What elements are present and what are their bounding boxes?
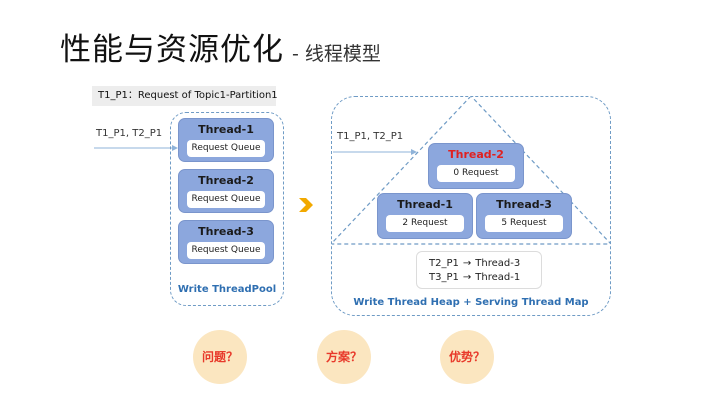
question-solution: 方案？ (317, 330, 371, 384)
heap-thread-3-title: Thread-3 (496, 198, 552, 211)
heap-thread-3-card: Thread-3 5 Request (476, 193, 572, 239)
write-threadpool-container (170, 112, 284, 306)
page-title: 性能与资源优化 - 线程模型 (60, 24, 381, 69)
heap-thread-1-title: Thread-1 (397, 198, 453, 211)
heap-triangle (332, 97, 610, 245)
heap-thread-2-card: Thread-2 0 Request (428, 143, 524, 189)
map-key: T3_P1 (429, 272, 459, 283)
heap-thread-2-title: Thread-2 (448, 148, 504, 161)
pool-thread-3-card: Thread-3 Request Queue (178, 220, 274, 264)
pool-thread-1-queue: Request Queue (187, 140, 265, 157)
map-value: Thread-1 (475, 272, 521, 283)
question-problem: 问题？ (193, 330, 247, 384)
map-row: T3_P1→Thread-1 (429, 271, 541, 285)
right-incoming-arrow (333, 149, 417, 155)
question-advantage: 优势？ (440, 330, 494, 384)
title-subtitle: - 线程模型 (292, 43, 381, 65)
pool-thread-2-queue: Request Queue (187, 191, 265, 208)
thread-heap-container (331, 96, 611, 316)
map-value: Thread-3 (475, 258, 521, 269)
pool-thread-1-title: Thread-1 (198, 123, 254, 136)
threadpool-caption: Write ThreadPool (177, 284, 277, 295)
serving-thread-map: T2_P1→Thread-3 T3_P1→Thread-1 (416, 251, 542, 289)
arrow-right-icon: → (462, 272, 472, 283)
heap-thread-2-requests: 0 Request (437, 165, 515, 182)
chevron-right-icon (299, 198, 313, 212)
map-key: T2_P1 (429, 258, 459, 269)
pool-thread-1-card: Thread-1 Request Queue (178, 118, 274, 162)
heap-caption: Write Thread Heap + Serving Thread Map (353, 297, 589, 308)
arrow-right-icon: → (462, 258, 472, 269)
left-incoming-arrow (94, 145, 178, 151)
heap-thread-1-requests: 2 Request (386, 215, 464, 232)
pool-thread-2-title: Thread-2 (198, 174, 254, 187)
right-arrow-label: T1_P1, T2_P1 (337, 131, 404, 142)
pool-thread-2-card: Thread-2 Request Queue (178, 169, 274, 213)
title-main: 性能与资源优化 (60, 32, 284, 68)
heap-thread-3-requests: 5 Request (485, 215, 563, 232)
heap-thread-1-card: Thread-1 2 Request (377, 193, 473, 239)
pool-thread-3-queue: Request Queue (187, 242, 265, 259)
legend-note: T1_P1：Request of Topic1-Partition1 (92, 86, 278, 106)
left-arrow-label: T1_P1, T2_P1 (96, 128, 163, 139)
pool-thread-3-title: Thread-3 (198, 225, 254, 238)
map-row: T2_P1→Thread-3 (429, 257, 541, 271)
